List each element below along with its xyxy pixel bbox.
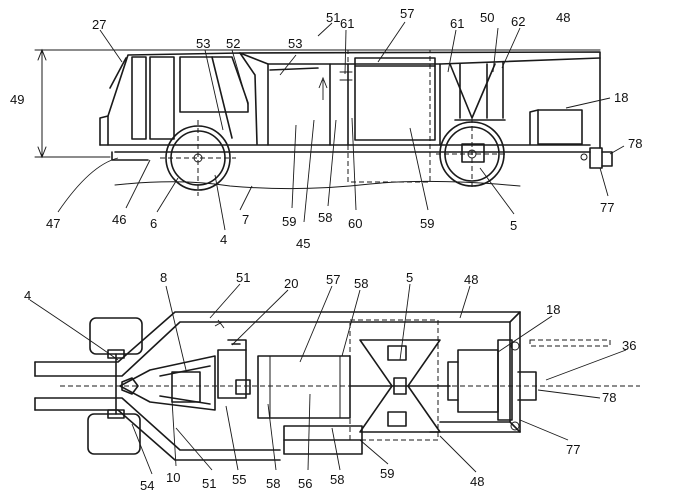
label-51: 51 [236, 270, 250, 285]
rear-wheel [436, 118, 508, 190]
label-27: 27 [92, 17, 106, 32]
label-5: 5 [510, 218, 517, 233]
label-48: 48 [470, 474, 484, 489]
vehicle-frame [99, 51, 601, 153]
label-56: 56 [298, 476, 312, 491]
plan-frame [34, 311, 521, 461]
label-55: 55 [232, 472, 246, 487]
plan-view-leaders [29, 283, 627, 475]
label-51: 51 [202, 476, 216, 491]
label-53: 53 [196, 36, 210, 51]
label-47: 47 [46, 216, 60, 231]
label-48: 48 [464, 272, 478, 287]
rear-coupling [580, 147, 613, 169]
label-52: 52 [226, 36, 240, 51]
label-6: 6 [150, 216, 157, 231]
label-57: 57 [400, 6, 414, 21]
label-18: 18 [614, 90, 628, 105]
front-step [111, 151, 149, 161]
label-57: 57 [326, 272, 340, 287]
front-wheel [160, 120, 236, 196]
label-18: 18 [546, 302, 560, 317]
label-77: 77 [600, 200, 614, 215]
label-58: 58 [318, 210, 332, 225]
label-4: 4 [24, 288, 31, 303]
height-dimension-49 [34, 48, 601, 159]
label-59: 59 [282, 214, 296, 229]
label-59: 59 [420, 216, 434, 231]
side-view: 27 53 52 53 51 57 61 61 50 62 48 49 18 7… [10, 6, 642, 251]
label-58: 58 [266, 476, 280, 491]
label-50: 50 [480, 10, 494, 25]
label-60: 60 [348, 216, 362, 231]
label-59: 59 [380, 466, 394, 481]
cab [99, 52, 258, 146]
label-10: 10 [166, 470, 180, 485]
engine-plan [257, 319, 439, 455]
component-18-plan [447, 339, 611, 431]
label-77: 77 [566, 442, 580, 457]
side-view-leaders [57, 21, 625, 231]
steering-linkage [119, 339, 251, 411]
label-7: 7 [242, 212, 249, 227]
label-58: 58 [354, 276, 368, 291]
label-48: 48 [556, 10, 570, 25]
ground-line [114, 180, 521, 190]
label-4: 4 [220, 232, 227, 247]
label-49: 49 [10, 92, 24, 107]
label-61: 61 [450, 16, 464, 31]
plan-view: 4 8 51 20 57 58 5 48 18 36 78 77 48 59 5… [24, 270, 640, 493]
front-wheels-plan [87, 317, 143, 455]
label-78: 78 [602, 390, 616, 405]
label-54: 54 [140, 478, 154, 493]
label-36: 36 [622, 338, 636, 353]
label-5: 5 [406, 270, 413, 285]
rear-axle-cross [349, 339, 451, 433]
label-62: 62 [511, 14, 525, 29]
label-78: 78 [628, 136, 642, 151]
label-8: 8 [160, 270, 167, 285]
engine-block [339, 49, 436, 183]
label-58: 58 [330, 472, 344, 487]
label-45: 45 [296, 236, 310, 251]
component-18 [529, 109, 583, 145]
label-20: 20 [284, 276, 298, 291]
label-46: 46 [112, 212, 126, 227]
label-61: 61 [340, 16, 354, 31]
label-53: 53 [288, 36, 302, 51]
label-51: 51 [326, 10, 340, 25]
